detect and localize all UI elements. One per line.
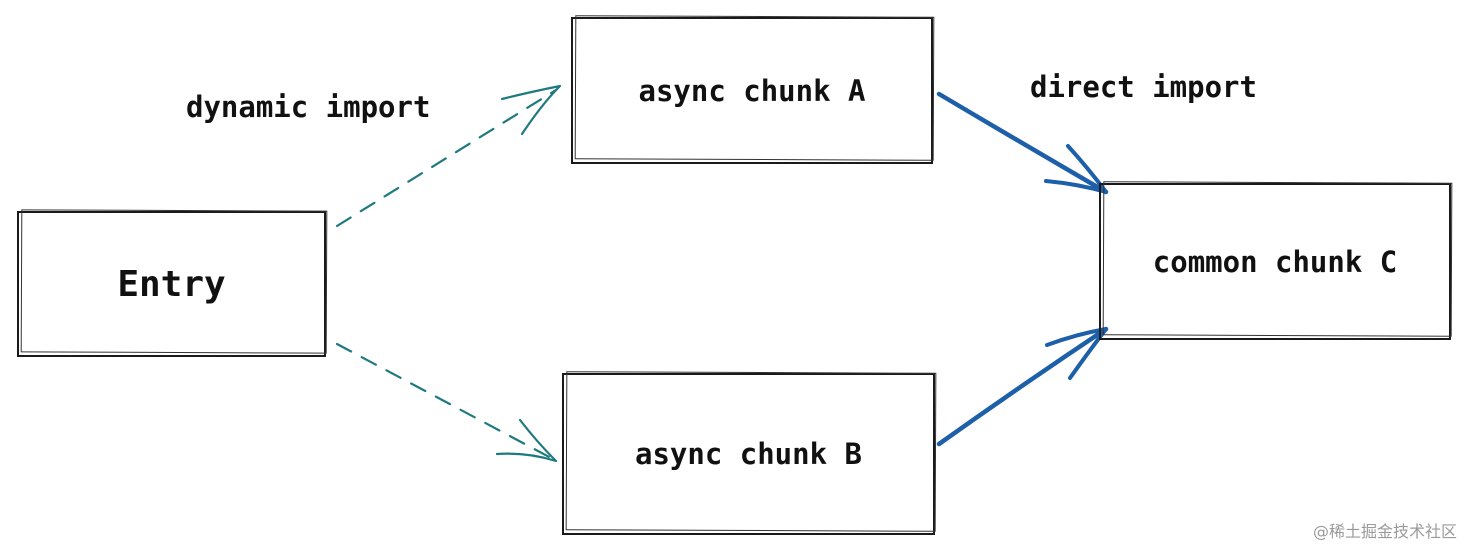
node-async-chunk-b: async chunk B xyxy=(562,373,935,535)
arrow-entry-to-async-b xyxy=(335,342,558,463)
node-entry-label: Entry xyxy=(117,263,226,305)
edge-label-direct-import: direct import xyxy=(1030,70,1257,104)
node-async-chunk-a-label: async chunk A xyxy=(638,73,866,108)
arrow-entry-to-async-a xyxy=(335,84,562,228)
arrow-async-b-to-common-c xyxy=(936,326,1109,447)
edge-label-dynamic-import: dynamic import xyxy=(186,90,431,124)
node-common-chunk-c-label: common chunk C xyxy=(1152,244,1398,279)
node-common-chunk-c: common chunk C xyxy=(1099,183,1451,340)
arrow-async-a-to-common-c xyxy=(936,91,1109,195)
node-async-chunk-a: async chunk A xyxy=(571,17,933,164)
node-entry: Entry xyxy=(17,211,326,357)
node-async-chunk-b-label: async chunk B xyxy=(635,437,862,471)
watermark: @稀土掘金技术社区 xyxy=(1312,522,1457,541)
